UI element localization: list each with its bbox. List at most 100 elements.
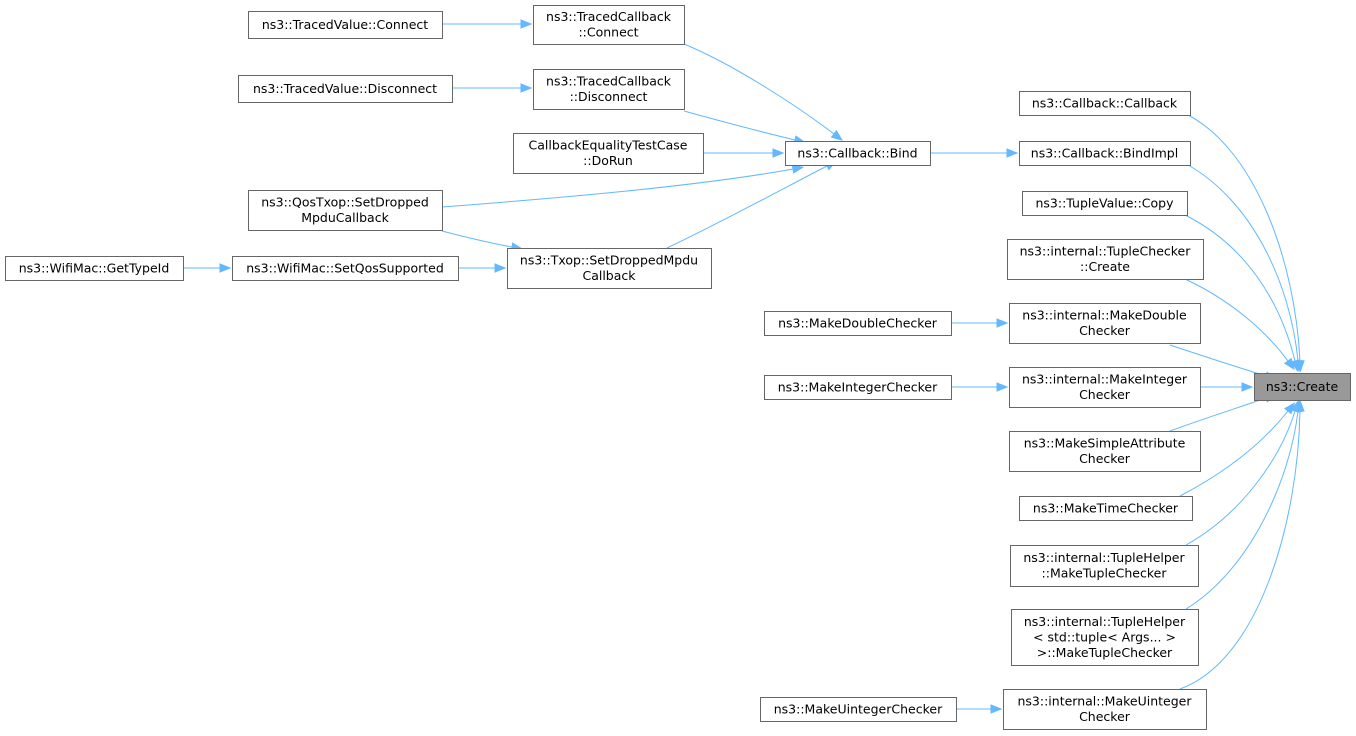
node-box[interactable] [1019,496,1193,521]
node-traced-value-connect[interactable]: ns3::TracedValue::Connect [248,11,443,39]
arrowhead-icon [1290,359,1300,373]
node-callback-callback[interactable]: ns3::Callback::Callback [1019,91,1191,116]
edge-txop-set-dropped-to-callback-bind [666,160,838,249]
node-box[interactable] [1009,367,1201,408]
node-box[interactable] [785,141,931,166]
node-tuplehelper-std-tuple[interactable]: ns3::internal::TupleHelper< std::tuple< … [1011,609,1199,666]
node-label: ns3::QosTxop::SetDropped [261,195,429,210]
node-label: Callback [582,268,636,283]
node-label: ::MakeTupleChecker [1042,566,1168,581]
node-traced-callback-connect[interactable]: ns3::TracedCallback::Connect [533,5,685,45]
node-box[interactable] [764,375,952,400]
arrowhead-icon [520,83,533,93]
node-box[interactable] [248,11,443,39]
node-label: ::DoRun [583,153,633,168]
node-box[interactable] [1007,239,1204,280]
edge-line [1169,397,1267,432]
node-box[interactable] [760,697,957,722]
node-box[interactable] [764,311,952,336]
node-box[interactable] [232,256,459,281]
node-label: CallbackEqualityTestCase [529,138,688,153]
node-make-double-checker[interactable]: ns3::MakeDoubleChecker [764,311,952,336]
node-label: MpduCallback [301,210,389,225]
arrowhead-icon [990,704,1003,714]
node-label: >::MakeTupleChecker [1037,645,1173,660]
node-box[interactable] [1022,191,1188,216]
node-label: ns3::MakeDoubleChecker [778,315,938,330]
node-label: ns3::Create [1266,379,1339,394]
edge-line [1179,410,1301,690]
edge-tuplevalue-copy-to-create [1184,214,1300,373]
arrowhead-icon [1295,399,1305,412]
node-internal-make-integer[interactable]: ns3::internal::MakeIntegerChecker [1009,367,1201,408]
node-wifimac-setqossupported[interactable]: ns3::WifiMac::SetQosSupported [232,256,459,281]
node-label: ns3::WifiMac::GetTypeId [19,260,170,275]
node-label: ::Disconnect [570,89,648,104]
edge-tuplehelper-make-to-create [1185,400,1300,546]
node-label: ns3::TracedCallback [546,9,672,24]
node-box[interactable] [1019,91,1191,116]
node-label: ns3::internal::MakeInteger [1022,372,1188,387]
edge-callback-bindimpl-to-create [1187,164,1303,373]
edge-line [683,43,835,135]
edge-line [1187,114,1301,362]
node-box[interactable] [1009,431,1201,472]
edge-traced-callback-connect-to-callback-bind [683,43,844,141]
arrowhead-icon [996,382,1009,392]
node-box[interactable] [1009,303,1201,344]
node-wifimac-gettypeid[interactable]: ns3::WifiMac::GetTypeId [5,256,184,281]
node-box[interactable] [507,248,712,289]
node-traced-callback-disconnect[interactable]: ns3::TracedCallback::Disconnect [533,69,685,110]
node-label: ns3::MakeUintegerChecker [774,701,943,716]
arrowhead-icon [791,164,805,174]
edge-tuplehelper-std-tuple-to-create [1185,399,1303,610]
edge-line [1185,410,1299,610]
node-tuplechecker-create[interactable]: ns3::internal::TupleChecker::Create [1007,239,1204,280]
node-callback-bindimpl[interactable]: ns3::Callback::BindImpl [1019,141,1191,166]
edge-line [1184,214,1296,362]
node-label: ::Connect [578,25,638,40]
node-make-uinteger-checker[interactable]: ns3::MakeUintegerChecker [760,697,957,722]
node-label: Checker [1079,709,1131,724]
node-box[interactable] [533,69,685,110]
node-box[interactable] [1254,373,1351,401]
node-box[interactable] [1019,141,1191,166]
node-box[interactable] [1003,689,1207,730]
node-callback-bind[interactable]: ns3::Callback::Bind [785,141,931,166]
node-box[interactable] [1010,545,1199,587]
node-label: ns3::Callback::BindImpl [1031,145,1178,160]
node-box[interactable] [238,75,453,103]
node-tuplevalue-copy[interactable]: ns3::TupleValue::Copy [1022,191,1188,216]
node-tuplehelper-make[interactable]: ns3::internal::TupleHelper::MakeTupleChe… [1010,545,1199,587]
node-create[interactable]: ns3::Create [1254,373,1351,401]
node-label: ns3::internal::TupleChecker [1020,244,1192,259]
node-traced-value-disconnect[interactable]: ns3::TracedValue::Disconnect [238,75,453,103]
node-internal-make-uinteger[interactable]: ns3::internal::MakeUintegerChecker [1003,689,1207,730]
node-label: ns3::TracedValue::Disconnect [253,81,437,96]
node-box[interactable] [5,256,184,281]
arrowhead-icon [1283,357,1295,371]
arrowhead-icon [494,263,507,273]
node-label: Checker [1079,323,1131,338]
edge-wifimac-setqossupported-to-txop-set-dropped [458,263,507,273]
node-internal-make-double[interactable]: ns3::internal::MakeDoubleChecker [1009,303,1201,344]
arrowhead-icon [520,19,533,29]
edge-line [666,165,828,249]
node-box[interactable] [513,133,704,174]
edge-line [1185,410,1296,546]
arrowhead-icon [772,148,785,158]
edge-tuplechecker-create-to-create [1184,278,1295,371]
edge-make-integer-checker-to-internal-make-integer [951,382,1009,392]
node-label: Checker [1079,387,1131,402]
node-make-time-checker[interactable]: ns3::MakeTimeChecker [1019,496,1193,521]
node-box[interactable] [248,190,443,231]
node-box[interactable] [1011,609,1199,666]
node-box[interactable] [533,5,685,45]
node-label: ns3::internal::MakeDouble [1022,308,1187,323]
node-callback-equality-dorun[interactable]: CallbackEqualityTestCase::DoRun [513,133,704,174]
node-make-integer-checker[interactable]: ns3::MakeIntegerChecker [764,375,952,400]
